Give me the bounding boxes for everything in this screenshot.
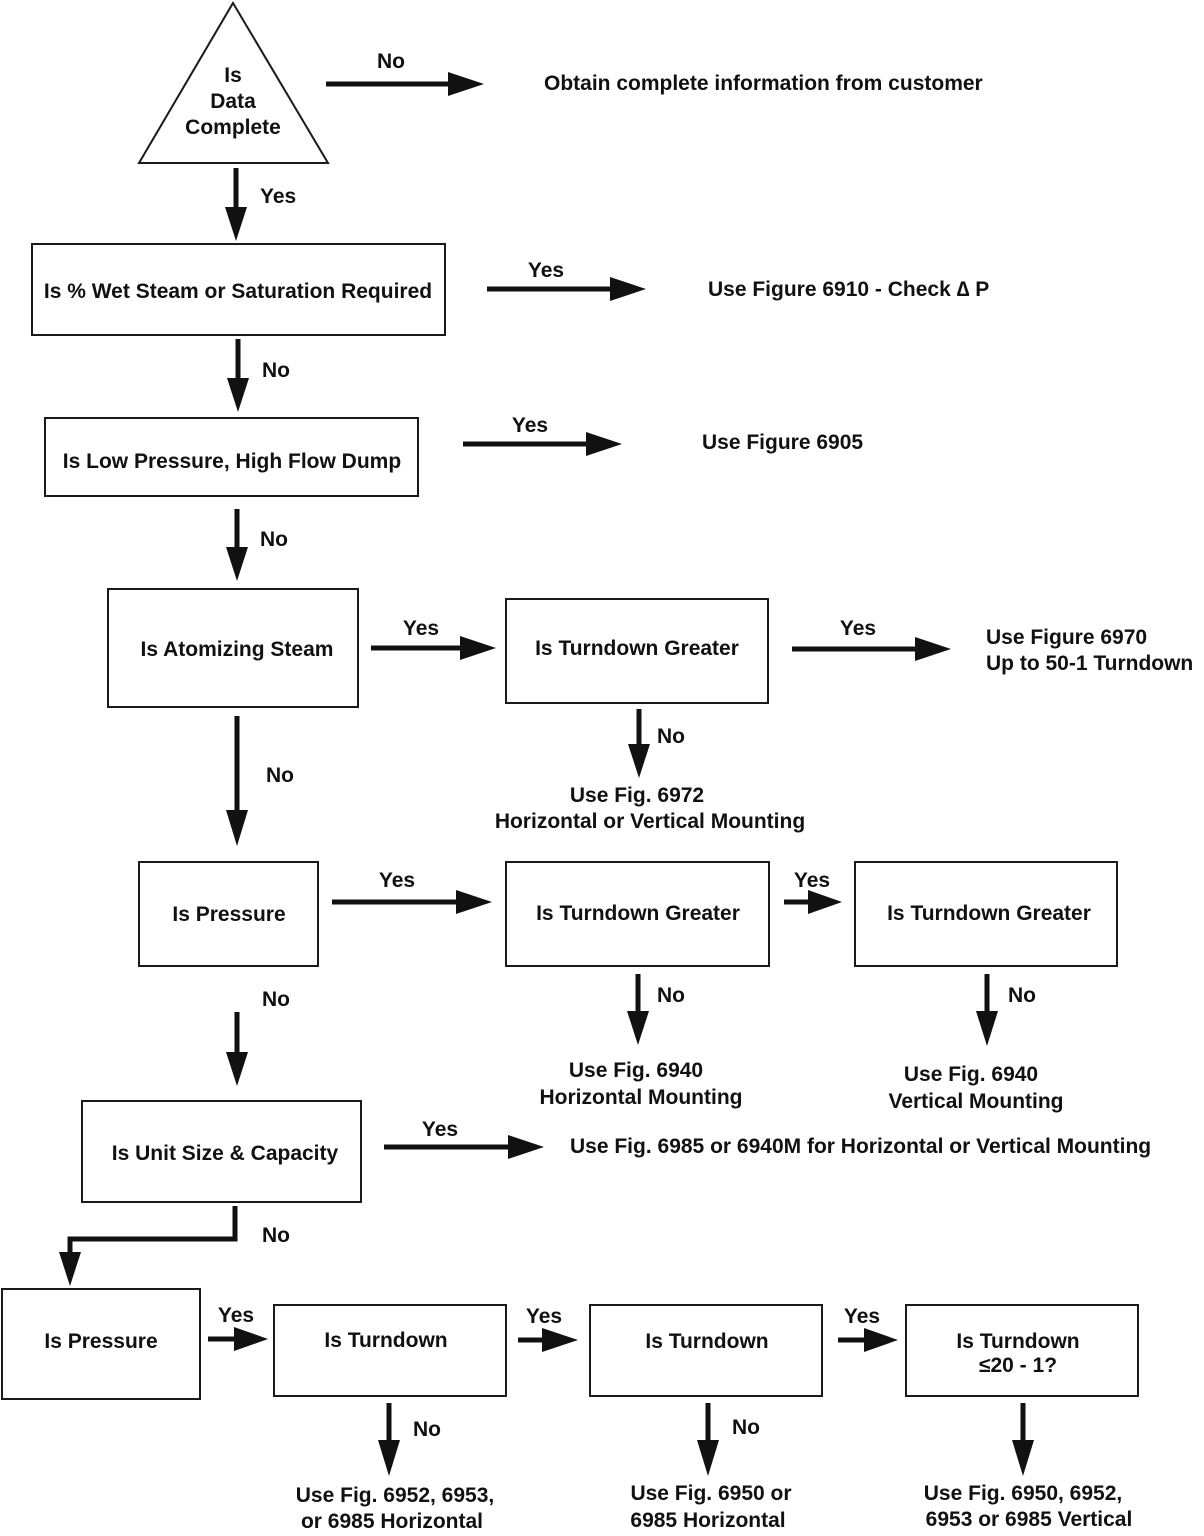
arrow-data-yes-head	[225, 207, 247, 241]
outcome-fig-6952-line-2: or 6985 Horizontal	[301, 1510, 483, 1533]
decision-unit-size	[81, 1100, 362, 1203]
arrow-wet-yes-head	[610, 277, 646, 301]
arrow-atom-td-no-head	[628, 744, 650, 778]
outcome-fig-6952-line-1: Use Fig. 6952, 6953,	[296, 1484, 494, 1507]
label-atom-yes: Yes	[403, 617, 439, 640]
label-pres1-yes: Yes	[379, 869, 415, 892]
arrow-low-no-head	[226, 547, 248, 581]
label-pres1-no: No	[262, 988, 290, 1011]
decision-turndown-a-label: Is Turndown	[324, 1329, 447, 1352]
decision-atomizing-label: Is Atomizing Steam	[141, 638, 334, 661]
label-wet-yes: Yes	[528, 259, 564, 282]
arrow-pres1-yes-head	[456, 890, 492, 914]
label-td1-yes: Yes	[794, 869, 830, 892]
outcome-fig-6905: Use Figure 6905	[702, 431, 863, 454]
arrow-unit-yes-head	[508, 1135, 544, 1159]
arrow-wet-no-head	[227, 378, 249, 412]
label-low-yes: Yes	[512, 414, 548, 437]
arrow-atom-yes-head	[460, 636, 496, 660]
outcome-fig-6910: Use Figure 6910 - Check ∆ P	[708, 278, 989, 301]
outcome-fig-6970-line-2: Up to 50-1 Turndown	[986, 652, 1193, 675]
arrow-td2-no-head	[976, 1011, 998, 1046]
decision-turndown-c-line-2: ≤20 - 1?	[979, 1354, 1057, 1377]
decision-wet-steam-label: Is % Wet Steam or Saturation Required	[44, 280, 432, 303]
label-td1-no: No	[657, 984, 685, 1007]
decision-pressure-1	[138, 861, 319, 967]
decision-data-complete	[137, 1, 330, 164]
label-pres2-yes: Yes	[218, 1304, 254, 1327]
decision-data-complete-line-2: Data	[210, 90, 256, 113]
label-tdb-yes: Yes	[844, 1305, 880, 1328]
label-tda-no: No	[413, 1418, 441, 1441]
decision-data-complete-line-3: Complete	[185, 116, 281, 139]
arrow-unit-no-shaft	[67, 1206, 238, 1254]
arrow-low-yes-head	[586, 432, 622, 456]
decision-pressure-1-label: Is Pressure	[172, 903, 285, 926]
decision-pressure-2-label: Is Pressure	[44, 1330, 157, 1353]
arrow-tda-no-head	[378, 1440, 400, 1476]
arrow-unit-no-head	[59, 1252, 81, 1286]
label-data-yes: Yes	[260, 185, 296, 208]
arrow-pres1-no-head	[226, 1052, 248, 1086]
label-data-no: No	[377, 50, 405, 73]
label-low-no: No	[260, 528, 288, 551]
arrow-tda-yes-head	[542, 1328, 578, 1352]
decision-pressure-turndown-2-label: Is Turndown Greater	[887, 902, 1091, 925]
decision-pressure-turndown-1	[505, 861, 770, 967]
label-wet-no: No	[262, 359, 290, 382]
arrow-td1-no-head	[627, 1011, 649, 1045]
arrow-data-no-head	[448, 72, 484, 96]
outcome-fig-6940-v-line-1: Use Fig. 6940	[904, 1063, 1038, 1086]
label-atom-td-yes: Yes	[840, 617, 876, 640]
outcome-fig-6940-v-line-2: Vertical Mounting	[888, 1090, 1063, 1113]
label-unit-yes: Yes	[422, 1118, 458, 1141]
outcome-fig-6940-h-line-2: Horizontal Mounting	[540, 1086, 743, 1109]
decision-pressure-turndown-1-label: Is Turndown Greater	[536, 902, 740, 925]
outcome-fig-6950-v-line-2: 6953 or 6985 Vertical	[926, 1508, 1133, 1531]
label-unit-no: No	[262, 1224, 290, 1247]
label-td2-no: No	[1008, 984, 1036, 1007]
decision-pressure-turndown-2	[854, 861, 1118, 967]
outcome-fig-6972-line-2: Horizontal or Vertical Mounting	[495, 810, 805, 833]
outcome-fig-6940-h-line-1: Use Fig. 6940	[569, 1059, 703, 1082]
outcome-fig-6970-line-1: Use Figure 6970	[986, 626, 1147, 649]
decision-wet-steam	[31, 243, 446, 336]
decision-turndown-b	[589, 1304, 823, 1397]
arrow-atom-td-yes-head	[915, 637, 951, 661]
decision-low-pressure	[44, 417, 419, 497]
decision-data-complete-line-1: Is	[224, 64, 242, 87]
outcome-fig-6950-line-1: Use Fig. 6950 or	[630, 1482, 791, 1505]
decision-atomizing-turndown-label: Is Turndown Greater	[535, 637, 739, 660]
arrow-tdc-down-head	[1012, 1440, 1034, 1476]
decision-turndown-b-label: Is Turndown	[645, 1330, 768, 1353]
outcome-fig-6950-line-2: 6985 Horizontal	[630, 1509, 785, 1532]
decision-turndown-a	[273, 1304, 507, 1397]
decision-low-pressure-label: Is Low Pressure, High Flow Dump	[63, 450, 401, 473]
arrow-td1-yes-head	[808, 890, 842, 914]
decision-atomizing	[107, 588, 359, 708]
outcome-fig-6972-line-1: Use Fig. 6972	[570, 784, 704, 807]
label-atom-td-no: No	[657, 725, 685, 748]
label-atom-no: No	[266, 764, 294, 787]
arrow-atom-no-head	[226, 810, 248, 846]
label-tdb-no: No	[732, 1416, 760, 1439]
decision-turndown-c-line-1: Is Turndown	[956, 1330, 1079, 1353]
arrow-pres2-yes-head	[234, 1327, 268, 1351]
outcome-fig-6985: Use Fig. 6985 or 6940M for Horizontal or…	[570, 1135, 1151, 1158]
outcome-fig-6950-v-line-1: Use Fig. 6950, 6952,	[924, 1482, 1122, 1505]
decision-atomizing-turndown	[505, 598, 769, 704]
arrow-tdb-yes-head	[864, 1328, 898, 1352]
decision-pressure-2	[1, 1288, 201, 1400]
label-tda-yes: Yes	[526, 1305, 562, 1328]
decision-turndown-c	[905, 1304, 1139, 1397]
arrow-tdb-no-head	[697, 1440, 719, 1476]
decision-unit-size-label: Is Unit Size & Capacity	[112, 1142, 339, 1165]
outcome-obtain-info: Obtain complete information from custome…	[544, 72, 983, 95]
